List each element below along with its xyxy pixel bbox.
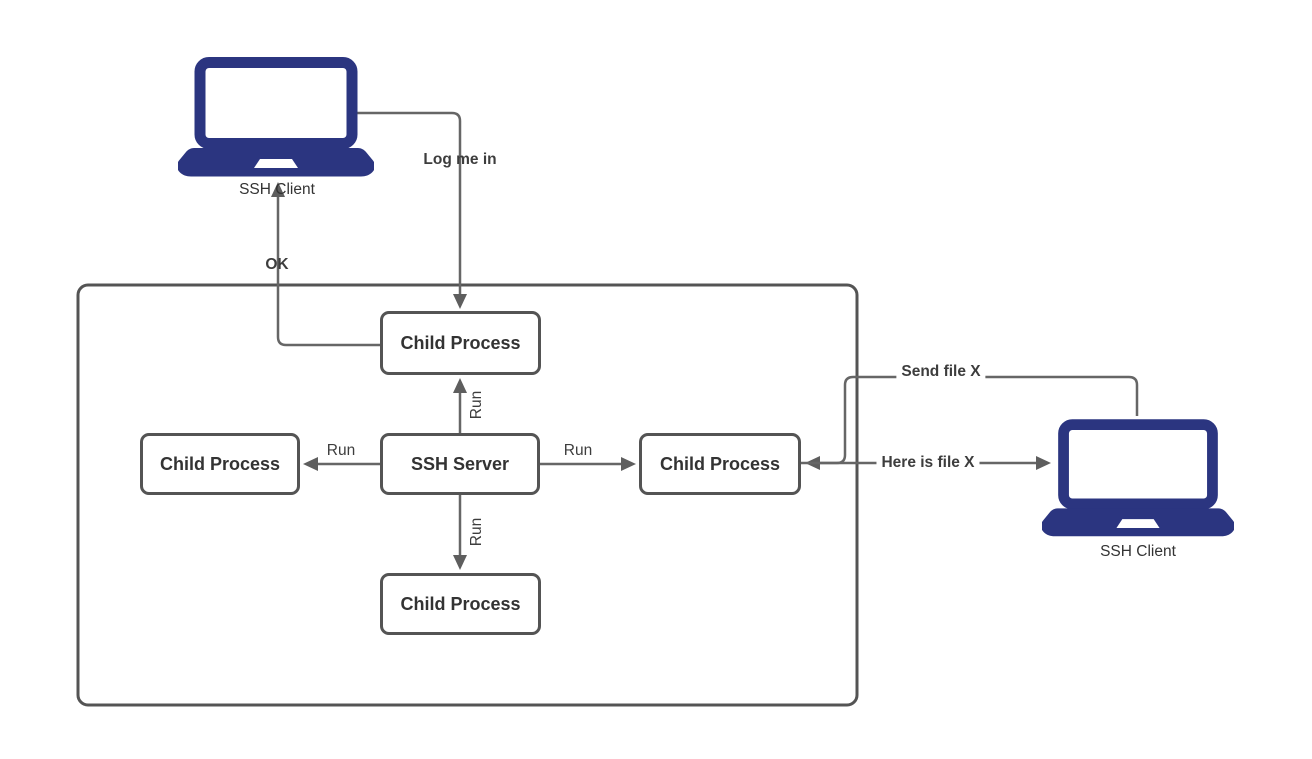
ssh-client-laptop-icon-left: [178, 57, 374, 177]
edge-send-file: [820, 375, 1139, 465]
node-child-process-bottom: Child Process: [380, 573, 541, 635]
node-child-process-right: Child Process: [639, 433, 801, 495]
arrowhead-run-left: [303, 457, 318, 471]
node-label: SSH Server: [410, 453, 510, 474]
ssh-client-label-right: SSH Client: [1100, 543, 1176, 560]
node-label: Child Process: [159, 453, 281, 474]
arrowhead-run-down: [453, 555, 467, 570]
edge-label-run-left: Run: [326, 442, 356, 459]
node-label: Child Process: [659, 453, 781, 474]
node-child-process-left: Child Process: [140, 433, 300, 495]
edge-label-here-is-file: Here is file X: [876, 454, 980, 472]
laptop-notch: [254, 159, 298, 168]
host-machine-boundary: [76, 283, 859, 707]
laptop-screen: [194, 57, 358, 149]
node-label: Child Process: [400, 332, 521, 353]
node-ssh-server: SSH Server: [380, 433, 540, 495]
edge-label-run-right: Run: [563, 442, 593, 459]
node-child-process-top: Child Process: [380, 311, 541, 375]
arrowhead-run-right: [621, 457, 636, 471]
edge-label-log-me-in: Log me in: [423, 151, 497, 168]
edge-label-ok: OK: [265, 256, 289, 273]
edge-ok: [276, 196, 380, 347]
ssh-client-laptop-icon-right: [1042, 419, 1234, 537]
node-label: Child Process: [400, 593, 521, 614]
arrowhead-here-is-file: [1036, 456, 1051, 470]
edge-label-send-file: Send file X: [896, 363, 986, 381]
laptop-notch: [1116, 519, 1160, 528]
arrowhead-log-me-in: [453, 294, 467, 309]
arrowhead-run-up: [453, 378, 467, 393]
edge-label-run-down: Run: [468, 517, 485, 547]
edge-label-run-up: Run: [468, 390, 485, 420]
edge-log-me-in: [357, 111, 462, 296]
arrowhead-ok: [271, 182, 285, 197]
laptop-screen: [1058, 419, 1218, 510]
ssh-client-label-left: SSH Client: [239, 181, 315, 198]
